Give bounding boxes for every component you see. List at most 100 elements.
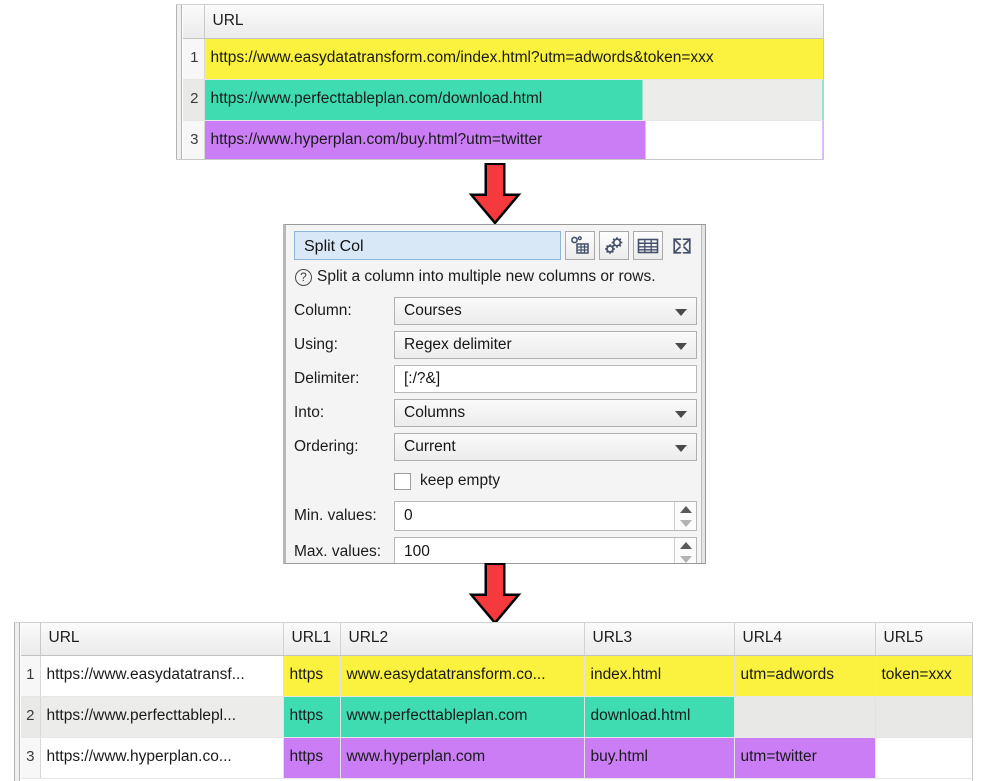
output-split-table[interactable]: URL URL1 URL2 URL3 URL4 URL5 1 https://w…	[14, 622, 973, 781]
cell-url5[interactable]	[875, 737, 972, 779]
column-header-url1[interactable]: URL1	[283, 623, 341, 656]
split-col-dialog[interactable]: Split Col	[283, 224, 706, 564]
down-arrow-icon-top	[465, 162, 525, 225]
dialog-title-input[interactable]: Split Col	[294, 231, 561, 260]
row-number-header[interactable]	[21, 623, 41, 656]
chevron-down-icon	[675, 309, 687, 316]
column-header-url4[interactable]: URL4	[734, 623, 876, 656]
chevron-down-icon	[675, 343, 687, 350]
max-values-spin-buttons[interactable]	[674, 538, 696, 563]
table-header-row: URL URL1 URL2 URL3 URL4 URL5	[21, 623, 972, 656]
cell-url[interactable]: https://www.perfecttableplan.com/downloa…	[204, 79, 823, 121]
table-view-icon-button[interactable]	[633, 231, 663, 260]
cell-url5[interactable]	[875, 696, 972, 738]
keep-empty-label[interactable]: keep empty	[420, 472, 501, 489]
cell-url4[interactable]: utm=twitter	[734, 737, 876, 779]
field-row-column: Column: Courses	[294, 294, 697, 328]
spin-down-icon[interactable]	[675, 516, 696, 530]
delimiter-input[interactable]: [:/?&]	[394, 365, 697, 393]
chevron-down-icon	[675, 411, 687, 418]
column-select-value: Courses	[404, 302, 462, 319]
link-table-icon-button[interactable]	[565, 231, 595, 260]
table-left-rail	[176, 5, 182, 159]
label-ordering: Ordering:	[294, 438, 359, 455]
cell-url4[interactable]	[734, 696, 876, 738]
row-number[interactable]: 3	[21, 737, 41, 779]
cell-url4[interactable]: utm=adwords	[734, 655, 876, 697]
row-number[interactable]: 1	[183, 38, 205, 80]
cell-url3[interactable]: index.html	[584, 655, 735, 697]
gears-settings-icon-button[interactable]	[599, 231, 629, 260]
row-number-header[interactable]	[183, 5, 205, 39]
output-table: URL URL1 URL2 URL3 URL4 URL5 1 https://w…	[21, 623, 972, 779]
table-row[interactable]: 3 https://www.hyperplan.co... https www.…	[21, 737, 972, 779]
field-row-delimiter: Delimiter: [:/?&]	[294, 362, 697, 396]
cell-url2[interactable]: www.hyperplan.com	[340, 737, 585, 779]
spin-down-icon[interactable]	[675, 552, 696, 563]
column-header-url2[interactable]: URL2	[340, 623, 585, 656]
cell-url3[interactable]: buy.html	[584, 737, 735, 779]
row-number[interactable]: 3	[183, 120, 205, 159]
using-select[interactable]: Regex delimiter	[394, 331, 697, 359]
column-header-url[interactable]: URL	[204, 5, 823, 39]
table-row[interactable]: 1 https://www.easydatatransf... https ww…	[21, 655, 972, 697]
cell-url1[interactable]: https	[283, 696, 341, 738]
cell-url2[interactable]: www.perfecttableplan.com	[340, 696, 585, 738]
row-number[interactable]: 2	[21, 696, 41, 738]
cell-url[interactable]: https://www.hyperplan.co...	[40, 737, 284, 779]
down-arrow-icon-bottom	[465, 562, 525, 625]
spin-up-icon[interactable]	[675, 538, 696, 552]
table-row[interactable]: 2 https://www.perfecttablepl... https ww…	[21, 696, 972, 738]
gears-settings-icon	[605, 236, 623, 254]
column-header-url5[interactable]: URL5	[875, 623, 972, 656]
table-row[interactable]: 2 https://www.perfecttableplan.com/downl…	[183, 79, 823, 121]
label-max-values: Max. values:	[294, 543, 382, 560]
using-select-value: Regex delimiter	[404, 336, 512, 353]
into-select-value: Columns	[404, 404, 466, 421]
label-column: Column:	[294, 302, 352, 319]
label-into: Into:	[294, 404, 325, 421]
field-row-min-values: Min. values: 0	[294, 498, 697, 534]
row-number[interactable]: 1	[21, 655, 41, 697]
question-mark-icon[interactable]: ?	[295, 268, 312, 286]
dialog-help-line: ? Split a column into multiple new colum…	[295, 264, 697, 290]
dialog-titlebar: Split Col	[294, 231, 697, 260]
dialog-right-rail	[701, 225, 705, 563]
cell-url[interactable]: https://www.hyperplan.com/buy.html?utm=t…	[204, 120, 823, 159]
min-values-spin-buttons[interactable]	[674, 502, 696, 530]
expand-fullscreen-icon-button[interactable]	[667, 231, 697, 260]
cell-url5[interactable]: token=xxx	[875, 655, 972, 697]
field-row-keep-empty: keep empty	[294, 464, 697, 498]
column-header-url[interactable]: URL	[40, 623, 284, 656]
label-using: Using:	[294, 336, 338, 353]
max-values-value: 100	[404, 543, 430, 560]
cell-url2[interactable]: www.easydatatransform.co...	[340, 655, 585, 697]
min-values-value: 0	[404, 507, 413, 524]
column-header-url3[interactable]: URL3	[584, 623, 735, 656]
label-delimiter: Delimiter:	[294, 370, 360, 387]
row-number[interactable]: 2	[183, 79, 205, 121]
cell-url[interactable]: https://www.easydatatransform.com/index.…	[204, 38, 823, 80]
cell-url1[interactable]: https	[283, 655, 341, 697]
field-row-max-values: Max. values: 100	[294, 534, 697, 563]
column-select[interactable]: Courses	[394, 297, 697, 325]
table-row[interactable]: 3 https://www.hyperplan.com/buy.html?utm…	[183, 120, 823, 159]
input-url-table[interactable]: URL 1 https://www.easydatatransform.com/…	[176, 4, 824, 160]
cell-url1[interactable]: https	[283, 737, 341, 779]
cell-url3[interactable]: download.html	[584, 696, 735, 738]
input-table: URL 1 https://www.easydatatransform.com/…	[183, 5, 823, 159]
field-row-into: Into: Columns	[294, 396, 697, 430]
keep-empty-checkbox[interactable]	[394, 472, 411, 490]
table-left-rail	[14, 623, 20, 781]
ordering-select[interactable]: Current	[394, 433, 697, 461]
cell-url[interactable]: https://www.perfecttablepl...	[40, 696, 284, 738]
table-header-row: URL	[183, 5, 823, 39]
field-row-using: Using: Regex delimiter	[294, 328, 697, 362]
spin-up-icon[interactable]	[675, 502, 696, 516]
max-values-stepper[interactable]: 100	[394, 537, 697, 563]
min-values-stepper[interactable]: 0	[394, 501, 697, 531]
cell-url[interactable]: https://www.easydatatransf...	[40, 655, 284, 697]
into-select[interactable]: Columns	[394, 399, 697, 427]
table-row[interactable]: 1 https://www.easydatatransform.com/inde…	[183, 38, 823, 80]
